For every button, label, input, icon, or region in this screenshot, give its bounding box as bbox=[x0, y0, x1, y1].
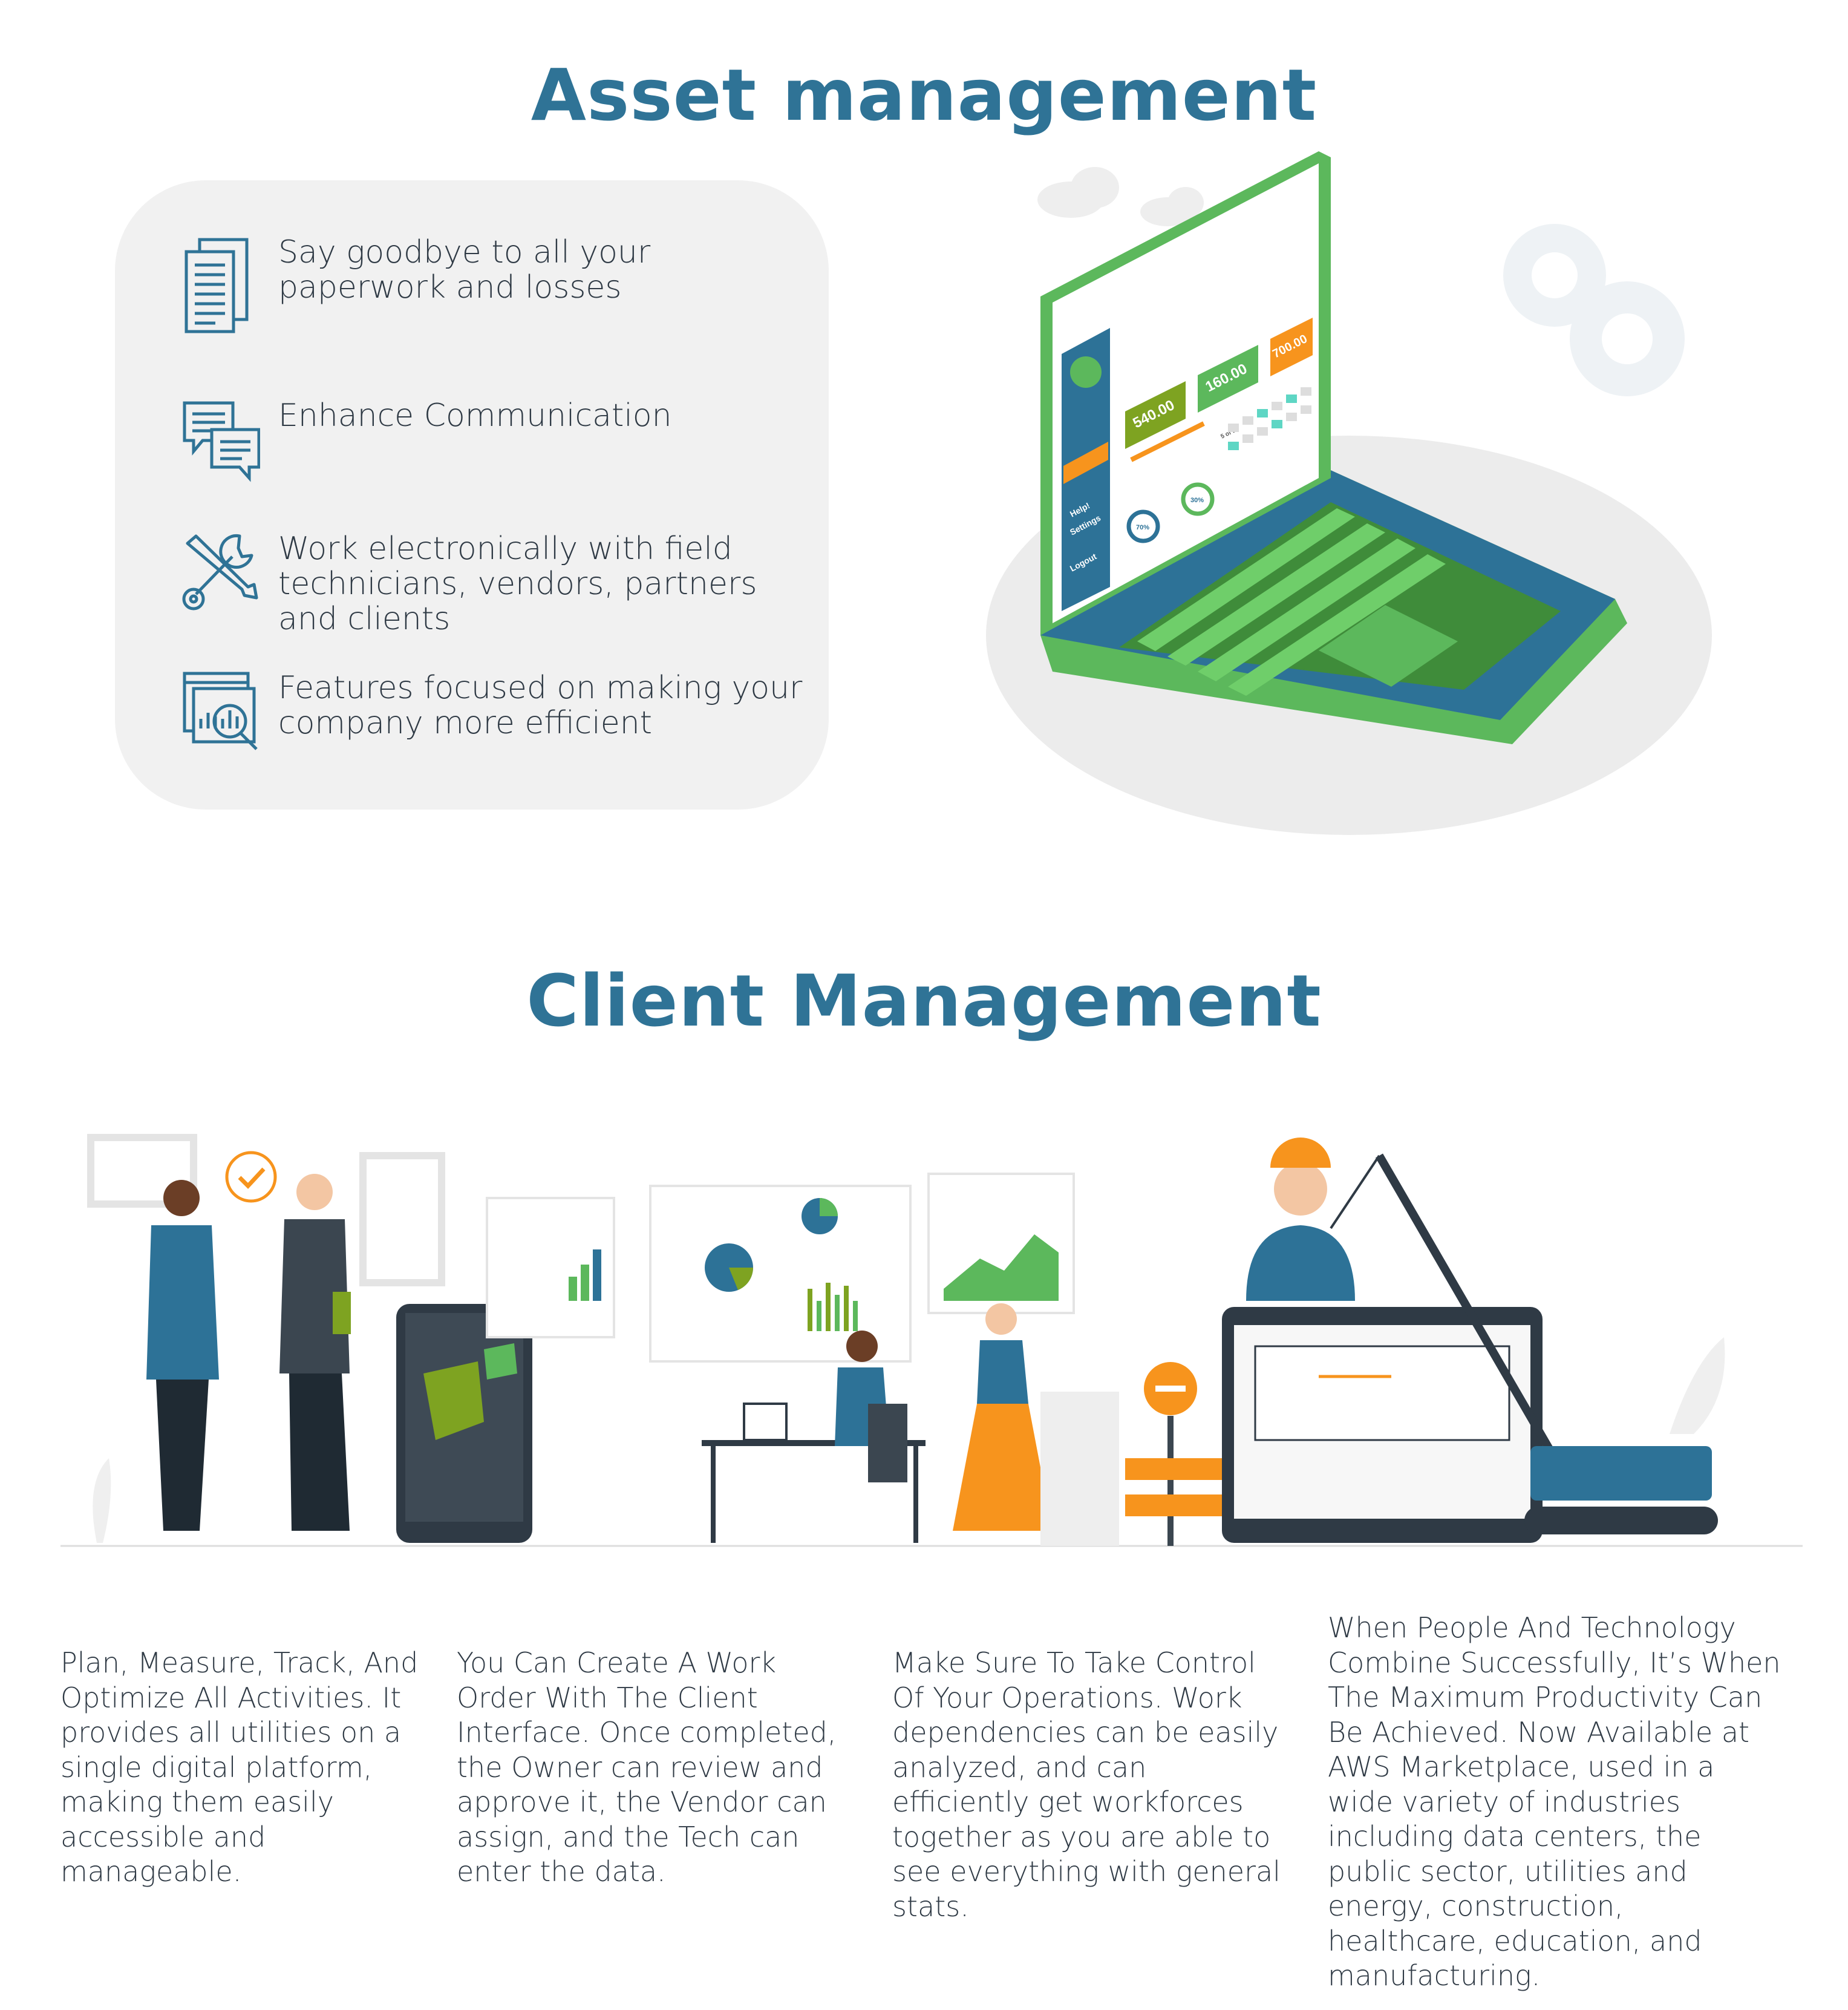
feature-communication: Enhance Communication bbox=[181, 398, 811, 498]
client-column-4: When People And Technology Combine Succe… bbox=[1328, 1611, 1781, 1992]
svg-text:70%: 70% bbox=[1136, 524, 1149, 531]
document-icon bbox=[184, 238, 249, 333]
client-management-title: Client Management bbox=[526, 959, 1322, 1043]
cloud-icon bbox=[1037, 167, 1204, 226]
feature-text: Say goodbye to all your paperwork and lo… bbox=[278, 234, 651, 306]
businessman-right bbox=[279, 1174, 351, 1531]
tablet-map bbox=[396, 1304, 532, 1543]
client-column-2: You Can Create A Work Order With The Cli… bbox=[457, 1646, 837, 1888]
feature-text: Work electronically with field technicia… bbox=[278, 531, 757, 637]
feature-efficiency: Features focused on making your company … bbox=[181, 670, 811, 770]
value-card-3: 700.00 bbox=[1270, 318, 1313, 376]
filing-cabinet bbox=[1040, 1392, 1119, 1546]
feature-text: Features focused on making your company … bbox=[278, 670, 803, 741]
monitor-screen bbox=[1222, 1307, 1543, 1543]
woman-analyst bbox=[953, 1303, 1053, 1531]
gauge-1: 70% bbox=[1126, 509, 1160, 543]
feature-paperwork: Say goodbye to all your paperwork and lo… bbox=[181, 235, 811, 335]
asset-management-title: Asset management bbox=[531, 53, 1317, 137]
laptop-dashboard-illustration: Help! Settings Logout 540.00 160.00 700.… bbox=[986, 151, 1712, 835]
client-management-illustration bbox=[60, 1134, 1803, 1547]
pie-chart-icon bbox=[705, 1198, 838, 1292]
calendar-grid bbox=[1228, 387, 1311, 450]
gear-icon bbox=[1503, 224, 1685, 396]
client-column-3: Make Sure To Take Control Of Your Operat… bbox=[892, 1646, 1281, 1923]
features-panel: Say goodbye to all your paperwork and lo… bbox=[115, 180, 829, 810]
chat-bubbles-icon bbox=[183, 401, 260, 482]
tools-icon bbox=[182, 534, 258, 611]
avatar bbox=[1070, 356, 1102, 388]
check-bubble-icon bbox=[225, 1151, 277, 1203]
svg-text:30%: 30% bbox=[1190, 497, 1204, 504]
trackpad bbox=[1319, 605, 1458, 687]
desk-worker bbox=[702, 1331, 926, 1543]
feature-text: Enhance Communication bbox=[278, 398, 672, 434]
analytics-magnifier-icon bbox=[183, 672, 258, 750]
feature-field-work: Work electronically with field technicia… bbox=[181, 531, 811, 637]
client-column-1: Plan, Measure, Track, And Optimize All A… bbox=[60, 1646, 419, 1888]
construction-worker bbox=[1246, 1138, 1355, 1301]
gauge-2: 30% bbox=[1181, 482, 1215, 516]
businessman-left bbox=[146, 1180, 219, 1531]
crane bbox=[1330, 1153, 1718, 1534]
